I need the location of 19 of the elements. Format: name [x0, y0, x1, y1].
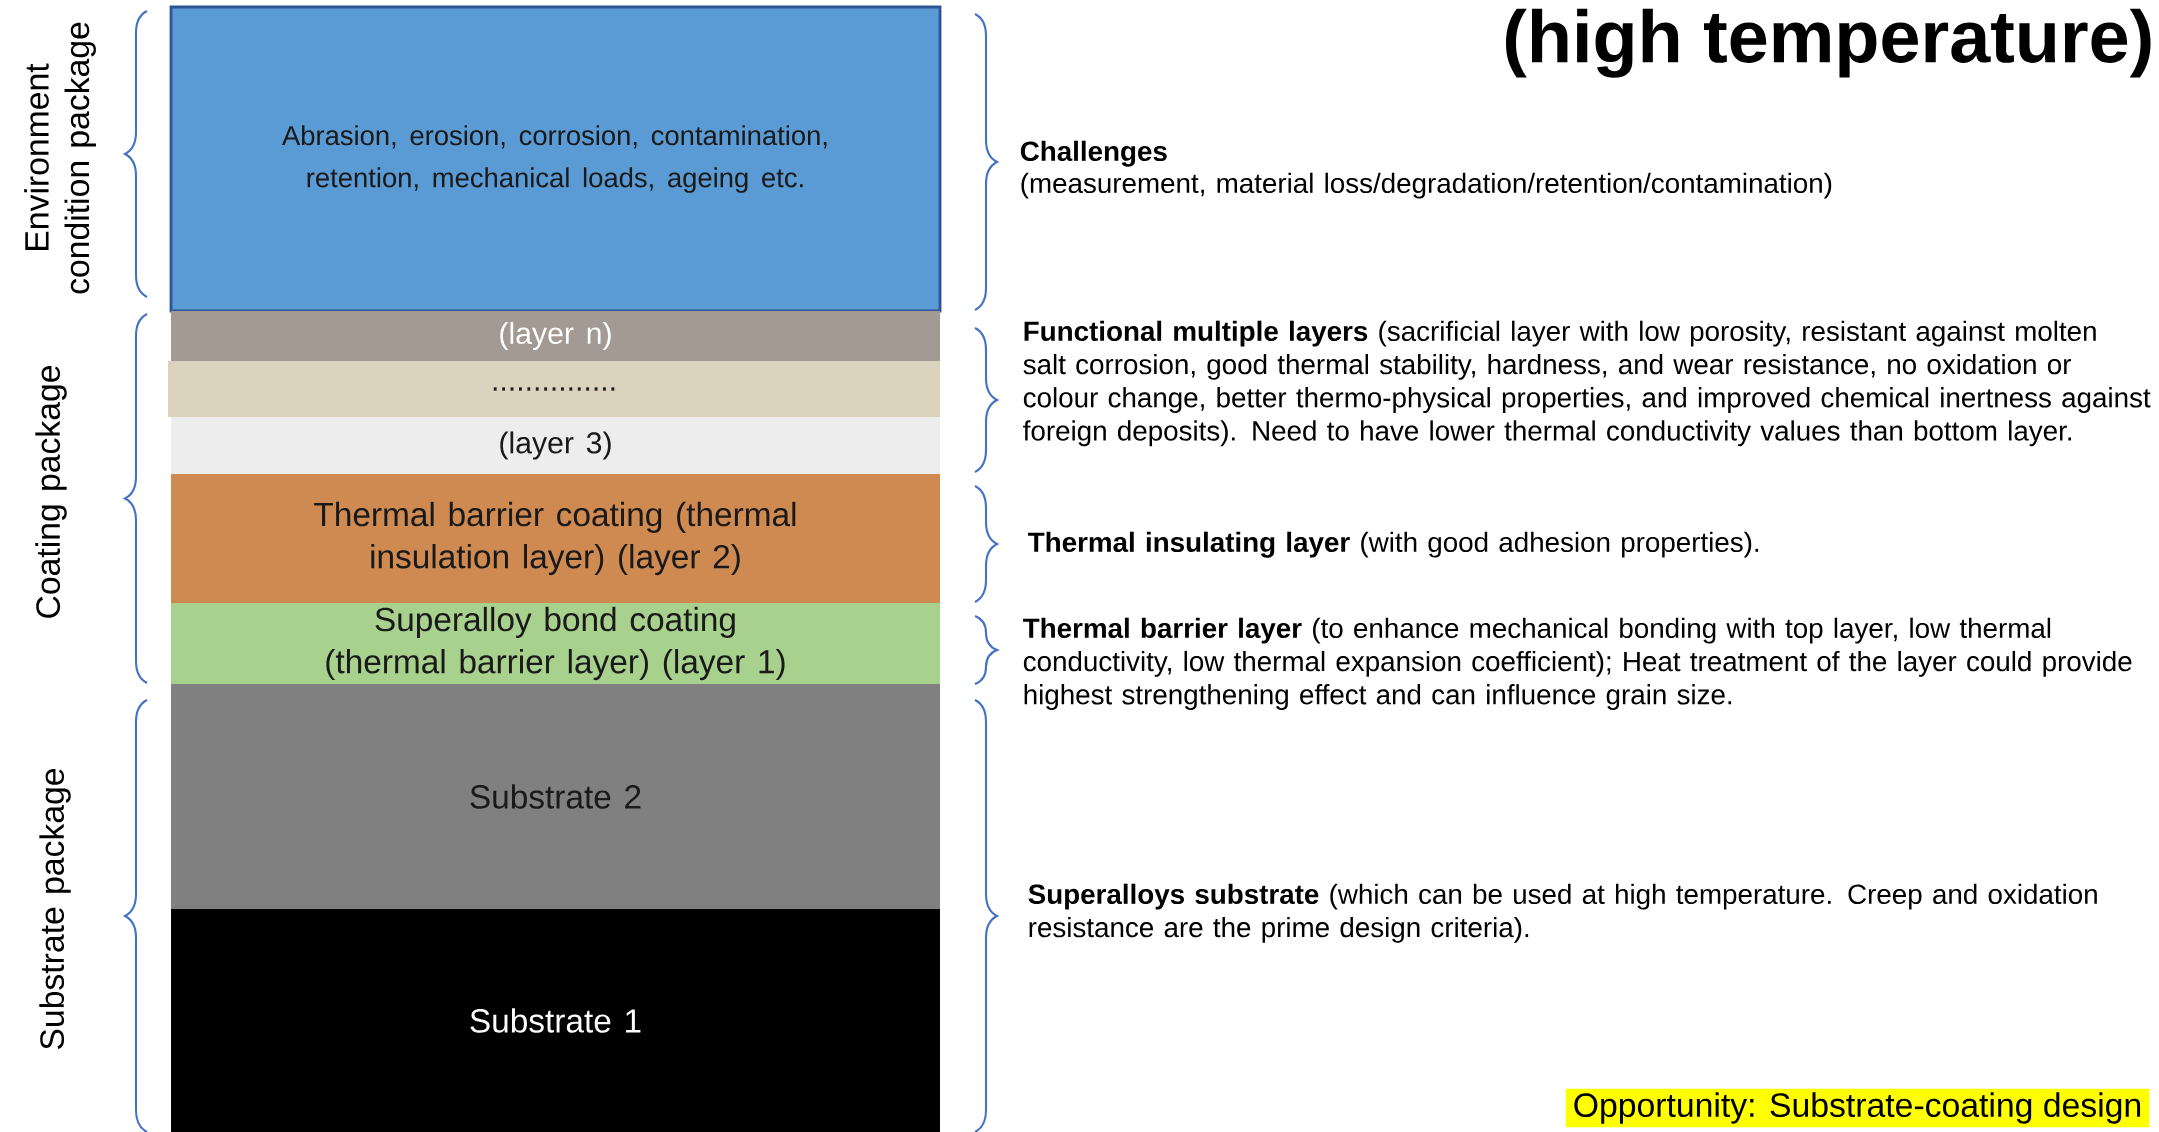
description: Superalloys substrate (which can be used at high temperature. Creep and oxidation resistance are the prime design criteria). [1028, 883, 2097, 943]
package-label: Substrate package [39, 768, 71, 1050]
heading: Challenges [1020, 140, 1167, 167]
package-label: Environment condition package [24, 22, 96, 294]
description: Thermal barrier layer (to enhance mechanical bonding with top layer, low thermal conductivity, low thermal expansion coefficient); Heat treatment of the layer could provide highest strengthening effect and can influence grain size. [1023, 617, 2132, 711]
layer-band: ............... [168, 361, 940, 417]
layer-band: Thermal barrier coating (thermal insulation layer) (layer 2) [171, 474, 940, 603]
description: Functional multiple layers (sacrificial layer with low porosity, resistant against molten salt corrosion, good thermal stability, hardness, and wear resistance, no oxidation or colour change, better thermo-physical properties, and improved chemical inertness against foreign deposits). Need to have lower thermal conductivity values than bottom layer. [1023, 320, 2151, 447]
layer-band: Substrate 2 [171, 684, 940, 909]
package-label: Coating package [35, 366, 67, 618]
description: Thermal insulating layer (with good adhesion properties). [1028, 531, 1759, 558]
layer-band: Superalloy bond coating (thermal barrier layer) (layer 1) [171, 603, 940, 684]
highlight-note: Opportunity: Substrate-coating design [1565, 1088, 2150, 1128]
title: (high temperature) [1506, 8, 2151, 78]
layer-band: (layer n) [171, 311, 940, 361]
layer-band: Substrate 1 [171, 909, 940, 1132]
layer-band: (layer 3) [171, 417, 940, 474]
description: (measurement, material loss/degradation/retention/contamination) [1021, 172, 1832, 199]
environment-box: Abrasion, erosion, corrosion, contamination, retention, mechanical loads, ageing etc. [169, 5, 942, 313]
